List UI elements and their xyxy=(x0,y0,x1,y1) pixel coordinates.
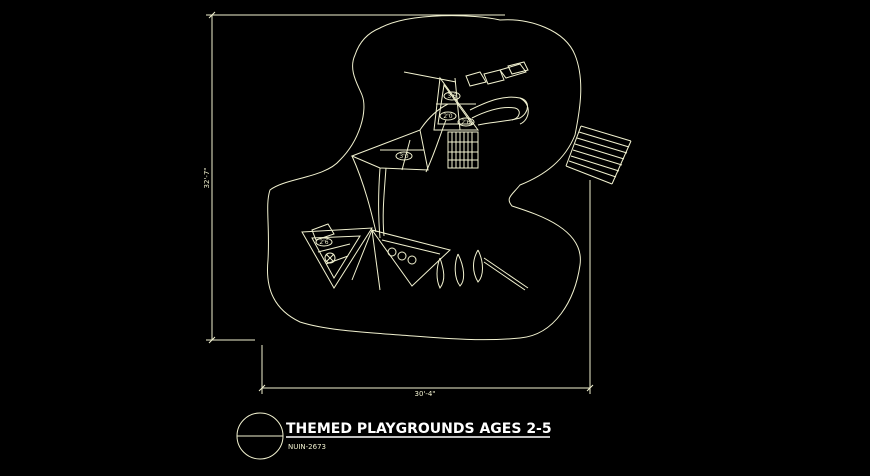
dimension-horizontal xyxy=(258,180,594,394)
mid-deck xyxy=(350,103,449,239)
dim-horizontal-text: 30'-4" xyxy=(414,390,435,398)
main-deck-cluster xyxy=(403,61,529,169)
deck-label-4: 3'0 xyxy=(399,153,408,160)
left-deck xyxy=(301,223,373,289)
dim-vertical-text: 32'-7" xyxy=(203,167,211,188)
drawing-subtitle: NUIN-2673 xyxy=(288,443,326,451)
safety-zone-outline xyxy=(266,15,582,341)
entry-stairs xyxy=(565,125,632,185)
deck-height-labels: 3'6 2'0 2'6 3'0 2'6 xyxy=(315,91,475,247)
deck-label-2: 2'0 xyxy=(443,113,452,120)
deck-label-1: 3'6 xyxy=(447,93,456,100)
dimension-vertical xyxy=(206,11,505,344)
title-block: THEMED PLAYGROUNDS AGES 2-5 NUIN-2673 xyxy=(236,412,552,460)
deck-label-5: 2'6 xyxy=(319,239,328,246)
lower-right-climbers xyxy=(351,229,529,291)
drawing-title: THEMED PLAYGROUNDS AGES 2-5 xyxy=(286,421,552,437)
deck-label-3: 2'6 xyxy=(461,119,470,126)
